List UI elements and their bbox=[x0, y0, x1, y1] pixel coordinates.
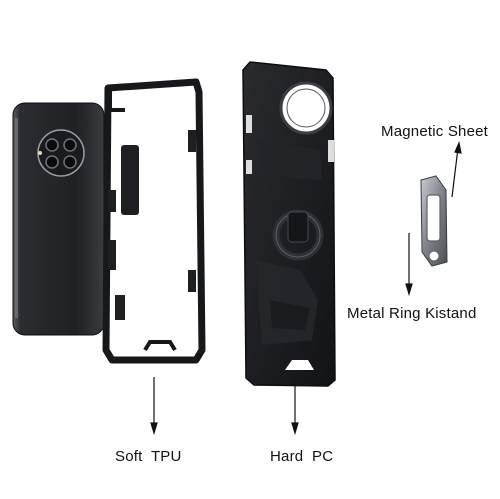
hard-pc-case-image bbox=[242, 61, 336, 387]
arrow-magnetic-sheet bbox=[451, 141, 462, 198]
magnetic-sheet-label: Magnetic Sheet bbox=[381, 123, 489, 140]
arrow-metal-ring bbox=[405, 233, 413, 297]
soft-tpu-frame-image bbox=[102, 78, 206, 364]
metal-ring-kickstand-image bbox=[420, 175, 448, 267]
metal-ring-label: Metal Ring Kistand bbox=[347, 305, 477, 322]
arrow-soft-tpu bbox=[150, 377, 158, 436]
arrow-hard-pc bbox=[291, 383, 299, 436]
soft-tpu-label: Soft TPU bbox=[115, 448, 182, 465]
hard-pc-label: Hard PC bbox=[270, 448, 334, 465]
phone-back-image bbox=[12, 102, 105, 336]
